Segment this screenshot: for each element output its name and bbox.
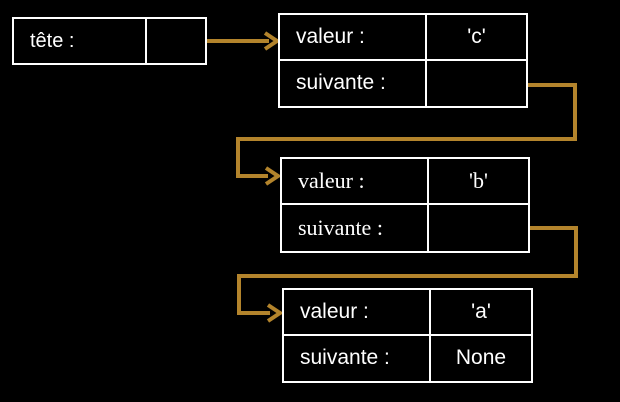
node-a-value-label: valeur :	[284, 290, 431, 336]
node-c-next-label: suivante :	[280, 60, 427, 106]
node-a-next-label: suivante :	[284, 335, 431, 381]
node-b-next-cell	[429, 205, 528, 251]
node-b-value-label: valeur :	[282, 159, 429, 205]
node-b-value: 'b'	[429, 159, 528, 205]
node-c: valeur : 'c' suivante :	[278, 13, 528, 108]
head-label: tête :	[14, 19, 147, 63]
arrowhead-right-icon	[264, 166, 282, 186]
head-box: tête :	[12, 17, 207, 65]
node-c-next-cell	[427, 61, 526, 107]
head-pointer-cell	[147, 19, 205, 63]
node-a: valeur : 'a' suivante : None	[282, 288, 533, 383]
node-a-value: 'a'	[431, 290, 531, 336]
arrowhead-right-icon	[266, 303, 284, 323]
node-c-value-label: valeur :	[280, 15, 427, 61]
node-b-next-label: suivante :	[282, 205, 429, 251]
node-a-next-value: None	[455, 346, 507, 370]
node-b: valeur : 'b' suivante :	[280, 157, 530, 253]
arrowhead-right-icon	[263, 31, 281, 51]
node-c-value: 'c'	[427, 15, 526, 61]
